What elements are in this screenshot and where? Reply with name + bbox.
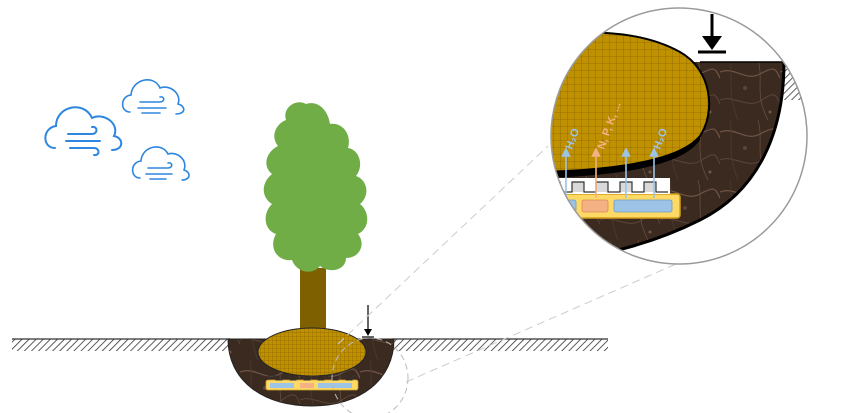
wind-cloud-icon <box>44 106 123 157</box>
downward-load-arrow-icon <box>698 14 726 54</box>
zoom-circle-border <box>550 7 808 265</box>
downward-load-arrow-icon <box>362 305 374 338</box>
zoom-detail: H₂O N, P, K, ... H₂O <box>551 8 807 264</box>
wind-cloud-icon <box>131 146 190 181</box>
wind-cloud-icon <box>121 79 185 115</box>
tree-trunk <box>300 268 326 330</box>
root-tray <box>265 375 359 391</box>
zoom-source-marker <box>331 337 409 413</box>
root-ball <box>257 327 367 377</box>
ground-surface-right <box>392 339 608 351</box>
ground-surface-left <box>12 339 230 351</box>
tree-foliage <box>263 102 368 272</box>
